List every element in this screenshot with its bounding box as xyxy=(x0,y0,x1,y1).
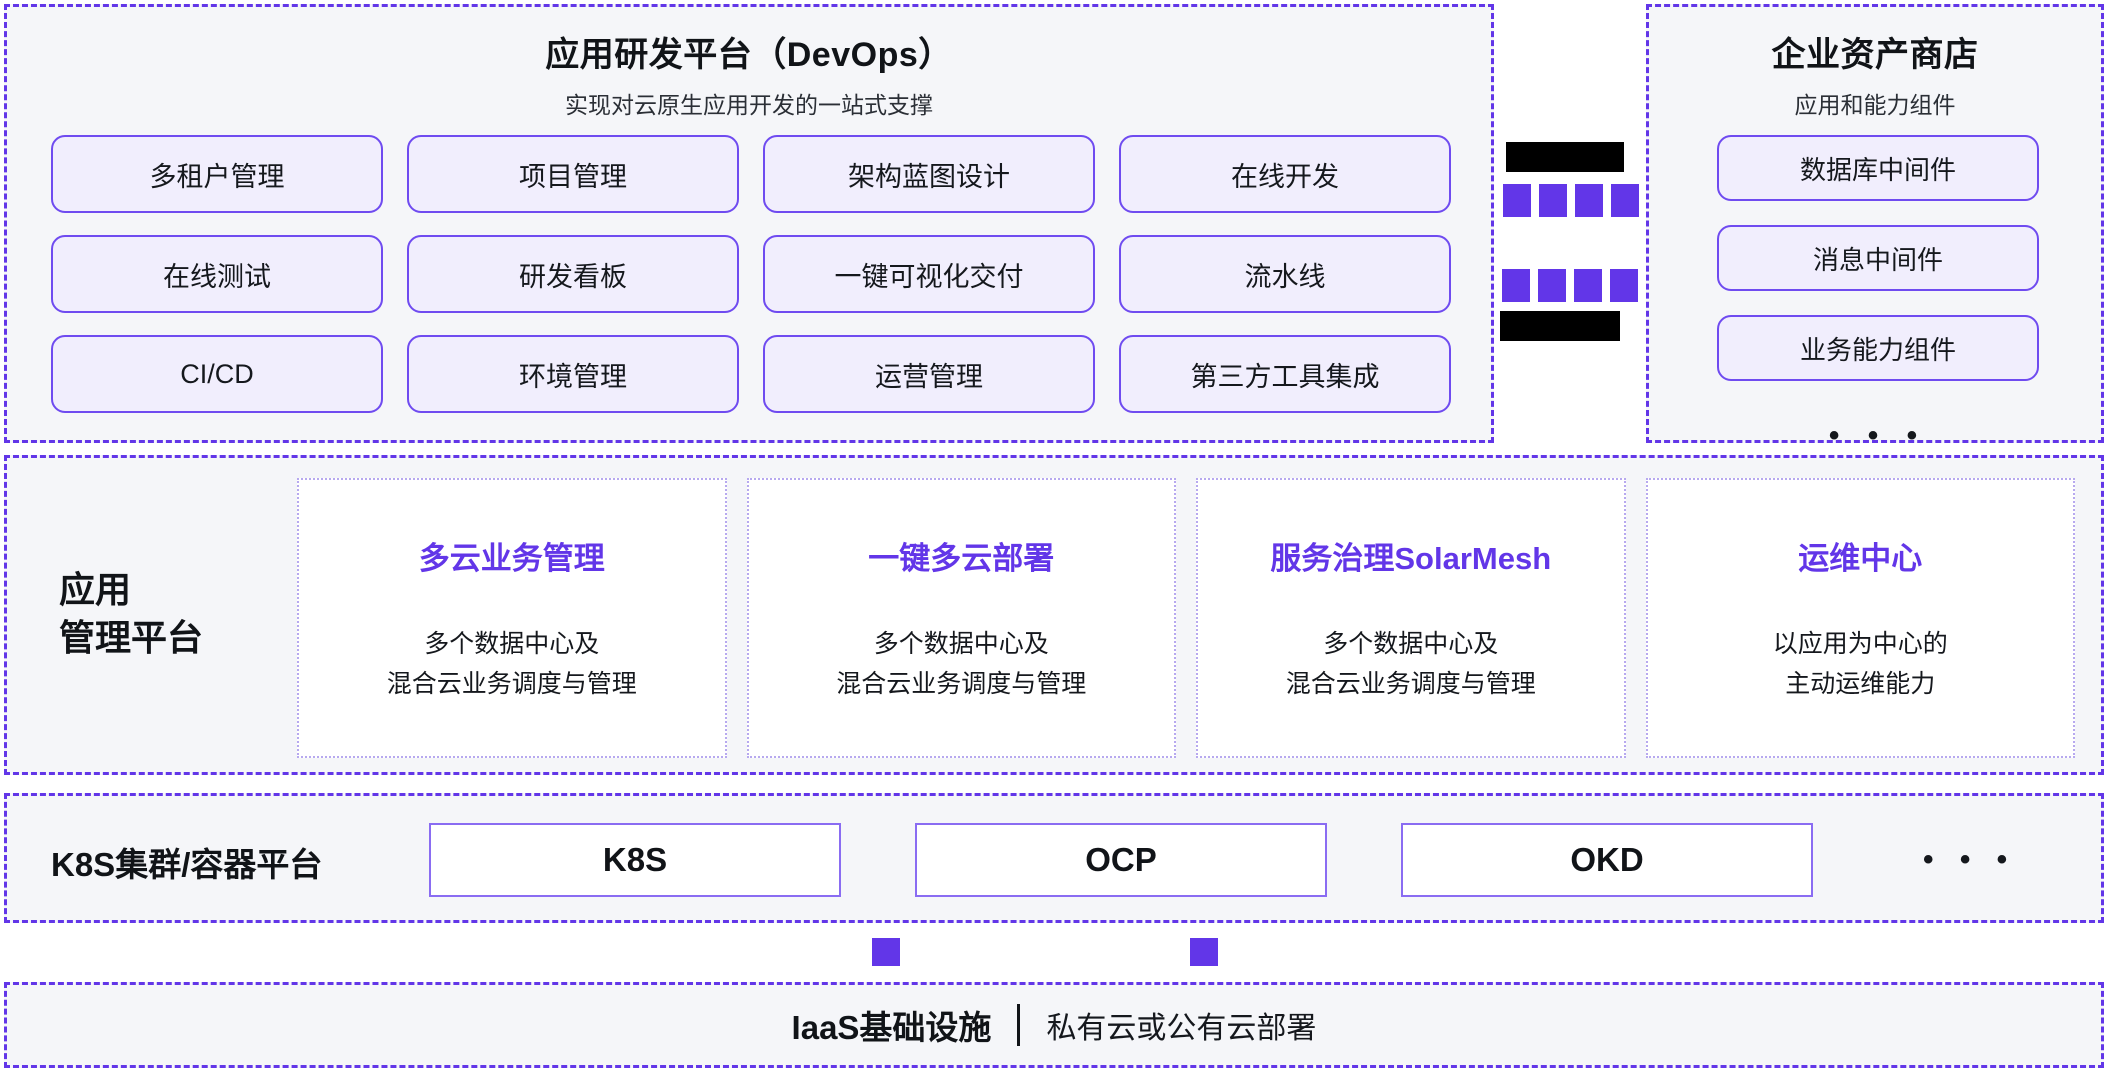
mgmt-card-title: 一键多云部署 xyxy=(868,540,1055,576)
devops-subtitle: 实现对云原生应用开发的一站式支撑 xyxy=(565,92,933,118)
square-icon xyxy=(1575,184,1603,217)
asset-tile-message-middleware[interactable]: 消息中间件 xyxy=(1717,225,2039,291)
devops-title: 应用研发平台（DevOps） xyxy=(545,36,953,74)
iaas-content-row: IaaS基础设施 私有云或公有云部署 xyxy=(7,985,2101,1065)
devops-tile-online-test[interactable]: 在线测试 xyxy=(51,235,383,313)
k8s-panel-label: K8S集群/容器平台 xyxy=(51,846,323,883)
mgmt-card-title: 多云业务管理 xyxy=(418,540,605,576)
square-icon xyxy=(1611,184,1639,217)
square-icon xyxy=(1538,269,1566,302)
square-icon xyxy=(1610,269,1638,302)
mgmt-card-title: 服务治理SolarMesh xyxy=(1270,540,1552,576)
mgmt-card-title: 运维中心 xyxy=(1798,540,1923,576)
devops-tile-env-mgmt[interactable]: 环境管理 xyxy=(407,335,739,413)
asset-store-title: 企业资产商店 xyxy=(1771,36,1979,74)
mgmt-card-ops-center[interactable]: 运维中心 以应用为中心的 主动运维能力 xyxy=(1645,478,2075,758)
mgmt-card-desc: 多个数据中心及 混合云业务调度与管理 xyxy=(386,629,637,698)
app-management-card-row: 多云业务管理 多个数据中心及 混合云业务调度与管理 一键多云部署 多个数据中心及… xyxy=(297,478,2075,758)
asset-tile-database-middleware[interactable]: 数据库中间件 xyxy=(1717,135,2039,201)
asset-tile-business-component[interactable]: 业务能力组件 xyxy=(1717,315,2039,381)
mgmt-card-multicloud-business[interactable]: 多云业务管理 多个数据中心及 混合云业务调度与管理 xyxy=(297,478,727,758)
asset-store-more-dots: • • • xyxy=(1828,419,1928,452)
redacted-text-bar-top xyxy=(1506,142,1624,172)
devops-tile-ops-mgmt[interactable]: 运营管理 xyxy=(763,335,1095,413)
iaas-divider xyxy=(1017,1004,1021,1046)
middle-redacted-column xyxy=(1497,4,1639,443)
iaas-description: 私有云或公有云部署 xyxy=(1046,1012,1317,1045)
devops-tile-online-dev[interactable]: 在线开发 xyxy=(1119,135,1451,213)
app-management-panel: 应用 管理平台 多云业务管理 多个数据中心及 混合云业务调度与管理 一键多云部署… xyxy=(4,455,2104,775)
devops-tile-arch-blueprint[interactable]: 架构蓝图设计 xyxy=(763,135,1095,213)
k8s-box-row: K8S OCP OKD • • • xyxy=(429,823,2016,897)
square-icon xyxy=(1503,184,1531,217)
devops-tile-visual-delivery[interactable]: 一键可视化交付 xyxy=(763,235,1095,313)
k8s-cluster-panel: K8S集群/容器平台 K8S OCP OKD • • • xyxy=(4,793,2104,923)
asset-store-tile-list: 数据库中间件 消息中间件 业务能力组件 • • • xyxy=(1717,135,2039,453)
devops-tile-pipeline[interactable]: 流水线 xyxy=(1119,235,1451,313)
k8s-more-dots: • • • xyxy=(1923,843,2017,876)
square-icon-row-bottom xyxy=(1502,269,1638,302)
mgmt-card-desc: 以应用为中心的 主动运维能力 xyxy=(1772,629,1948,698)
connector-square-left xyxy=(872,938,900,966)
mgmt-card-desc: 多个数据中心及 混合云业务调度与管理 xyxy=(1285,629,1536,698)
k8s-box-ocp[interactable]: OCP xyxy=(915,823,1327,897)
square-icon xyxy=(1574,269,1602,302)
iaas-infrastructure-panel: IaaS基础设施 私有云或公有云部署 xyxy=(4,982,2104,1068)
mgmt-card-onekey-multicloud-deploy[interactable]: 一键多云部署 多个数据中心及 混合云业务调度与管理 xyxy=(746,478,1176,758)
k8s-box-okd[interactable]: OKD xyxy=(1401,823,1813,897)
devops-tile-dev-board[interactable]: 研发看板 xyxy=(407,235,739,313)
devops-tile-grid: 多租户管理 项目管理 架构蓝图设计 在线开发 在线测试 研发看板 一键可视化交付… xyxy=(51,135,1451,413)
devops-tile-third-party[interactable]: 第三方工具集成 xyxy=(1119,335,1451,413)
devops-tile-project-mgmt[interactable]: 项目管理 xyxy=(407,135,739,213)
square-icon xyxy=(1539,184,1567,217)
square-icon-row-top xyxy=(1503,184,1639,217)
asset-store-panel: 企业资产商店 应用和能力组件 数据库中间件 消息中间件 业务能力组件 • • • xyxy=(1646,4,2104,452)
iaas-title: IaaS基础设施 xyxy=(791,1009,992,1046)
mgmt-card-service-mesh[interactable]: 服务治理SolarMesh 多个数据中心及 混合云业务调度与管理 xyxy=(1196,478,1626,758)
redacted-text-bar-bottom xyxy=(1500,311,1620,341)
k8s-box-k8s[interactable]: K8S xyxy=(429,823,841,897)
asset-store-subtitle: 应用和能力组件 xyxy=(1794,92,1956,118)
devops-panel: 应用研发平台（DevOps） 实现对云原生应用开发的一站式支撑 多租户管理 项目… xyxy=(4,4,1494,443)
mgmt-card-desc: 多个数据中心及 混合云业务调度与管理 xyxy=(836,629,1087,698)
devops-tile-cicd[interactable]: CI/CD xyxy=(51,335,383,413)
devops-tile-multi-tenant[interactable]: 多租户管理 xyxy=(51,135,383,213)
connector-square-right xyxy=(1190,938,1218,966)
app-management-label: 应用 管理平台 xyxy=(59,569,204,658)
square-icon xyxy=(1502,269,1530,302)
